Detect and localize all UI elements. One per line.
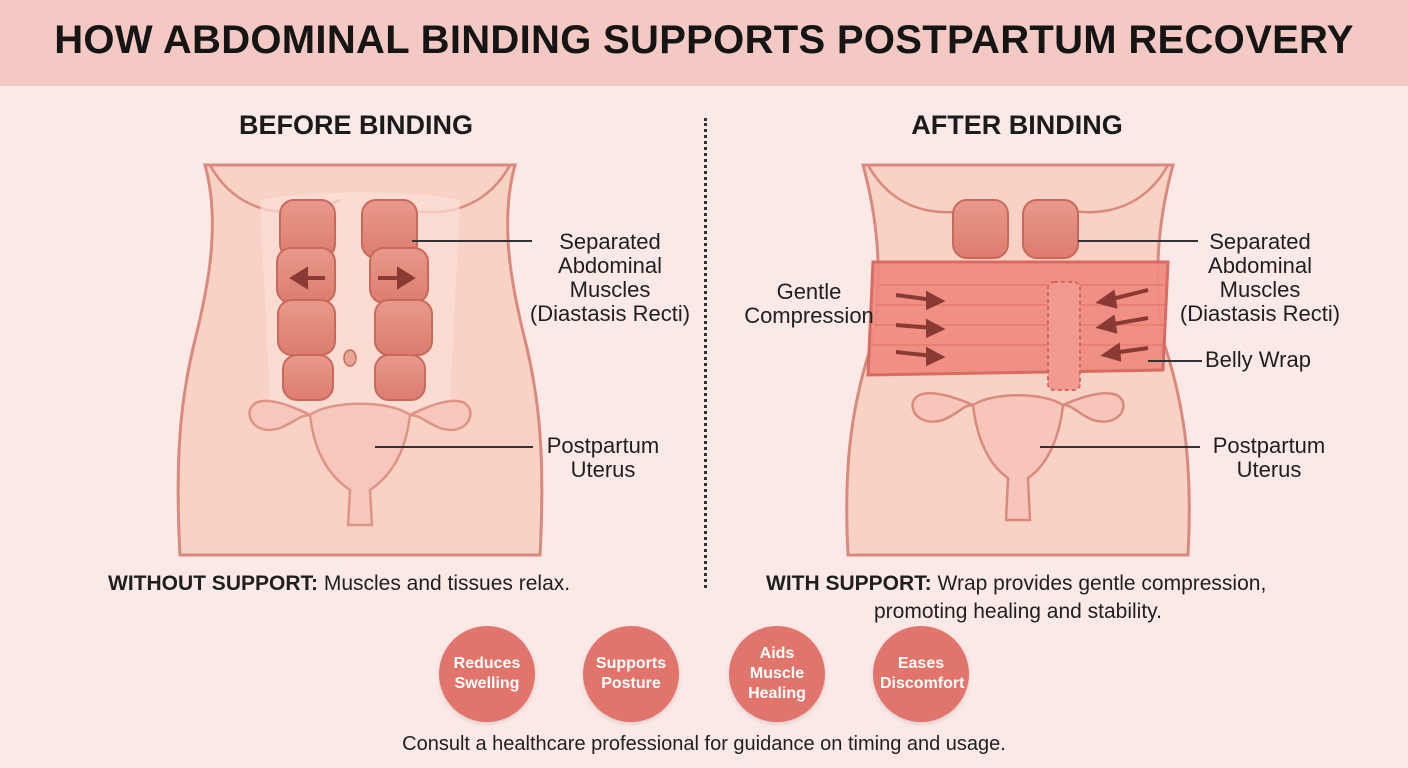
page-title: HOW ABDOMINAL BINDING SUPPORTS POSTPARTU… (54, 18, 1354, 62)
benefit-label: Reduces Swelling (453, 655, 521, 692)
separation-arrows (289, 266, 416, 290)
after-muscles (952, 199, 1079, 259)
benefit-label: Aids Muscle Healing (748, 645, 806, 702)
compression-arrows (895, 288, 1149, 367)
benefit-label: Supports Posture (595, 655, 667, 692)
before-caption-text: Muscles and tissues relax. (318, 572, 571, 595)
benefit-reduces-swelling: Reduces Swelling (439, 626, 535, 722)
before-uterus-label: Postpartum Uterus (532, 434, 674, 482)
benefit-supports-posture: Supports Posture (583, 626, 679, 722)
before-muscles-leader (412, 240, 532, 242)
after-heading: AFTER BINDING (911, 110, 1123, 140)
before-muscles-text: Separated Abdominal Muscles (Diastasis R… (529, 229, 691, 326)
right-rectus-muscle (361, 199, 433, 401)
before-torso-illustration (176, 163, 544, 557)
after-caption-text: Wrap provides gentle compression, (931, 572, 1267, 595)
after-torso-illustration (845, 163, 1191, 557)
title-banner (0, 0, 1408, 86)
benefit-label: Eases Discomfort (880, 655, 965, 692)
left-rectus-muscle (276, 199, 336, 401)
before-uterus-text: Postpartum Uterus (546, 433, 660, 482)
belly-wrap (866, 260, 1170, 391)
before-heading: BEFORE BINDING (238, 110, 473, 140)
after-muscles-label: Separated Abdominal Muscles (Diastasis R… (1172, 230, 1348, 326)
after-wrap-leader (1148, 360, 1202, 362)
after-muscles-text: Separated Abdominal Muscles (Diastasis R… (1179, 229, 1341, 326)
after-wrap-label: Belly Wrap (1205, 348, 1323, 372)
after-muscles-leader (1078, 240, 1198, 242)
after-compression-text: Gentle Compression (744, 279, 874, 328)
panel-divider (704, 118, 707, 588)
footer-note: Consult a healthcare professional for gu… (402, 733, 1006, 755)
before-muscles-label: Separated Abdominal Muscles (Diastasis R… (510, 230, 710, 326)
after-caption: WITH SUPPORT: Wrap provides gentle compr… (766, 570, 1326, 598)
before-caption: WITHOUT SUPPORT: Muscles and tissues rel… (108, 570, 668, 598)
benefit-aids-muscle-healing: Aids Muscle Healing (729, 626, 825, 722)
after-uterus-leader (1040, 446, 1200, 448)
after-wrap-text: Belly Wrap (1205, 347, 1311, 372)
after-uterus-label: Postpartum Uterus (1198, 434, 1340, 482)
before-caption-bold: WITHOUT SUPPORT: (108, 572, 318, 595)
after-caption-bold: WITH SUPPORT: (766, 572, 932, 595)
before-uterus-leader (375, 446, 533, 448)
uterus-icon (911, 391, 1125, 522)
after-compression-label: Gentle Compression (742, 280, 876, 328)
after-uterus-text: Postpartum Uterus (1212, 433, 1326, 482)
navel (343, 349, 357, 367)
uterus-icon (248, 399, 472, 527)
after-caption-line2: promoting healing and stability. (874, 600, 1162, 623)
benefit-eases-discomfort: Eases Discomfort (873, 626, 969, 722)
